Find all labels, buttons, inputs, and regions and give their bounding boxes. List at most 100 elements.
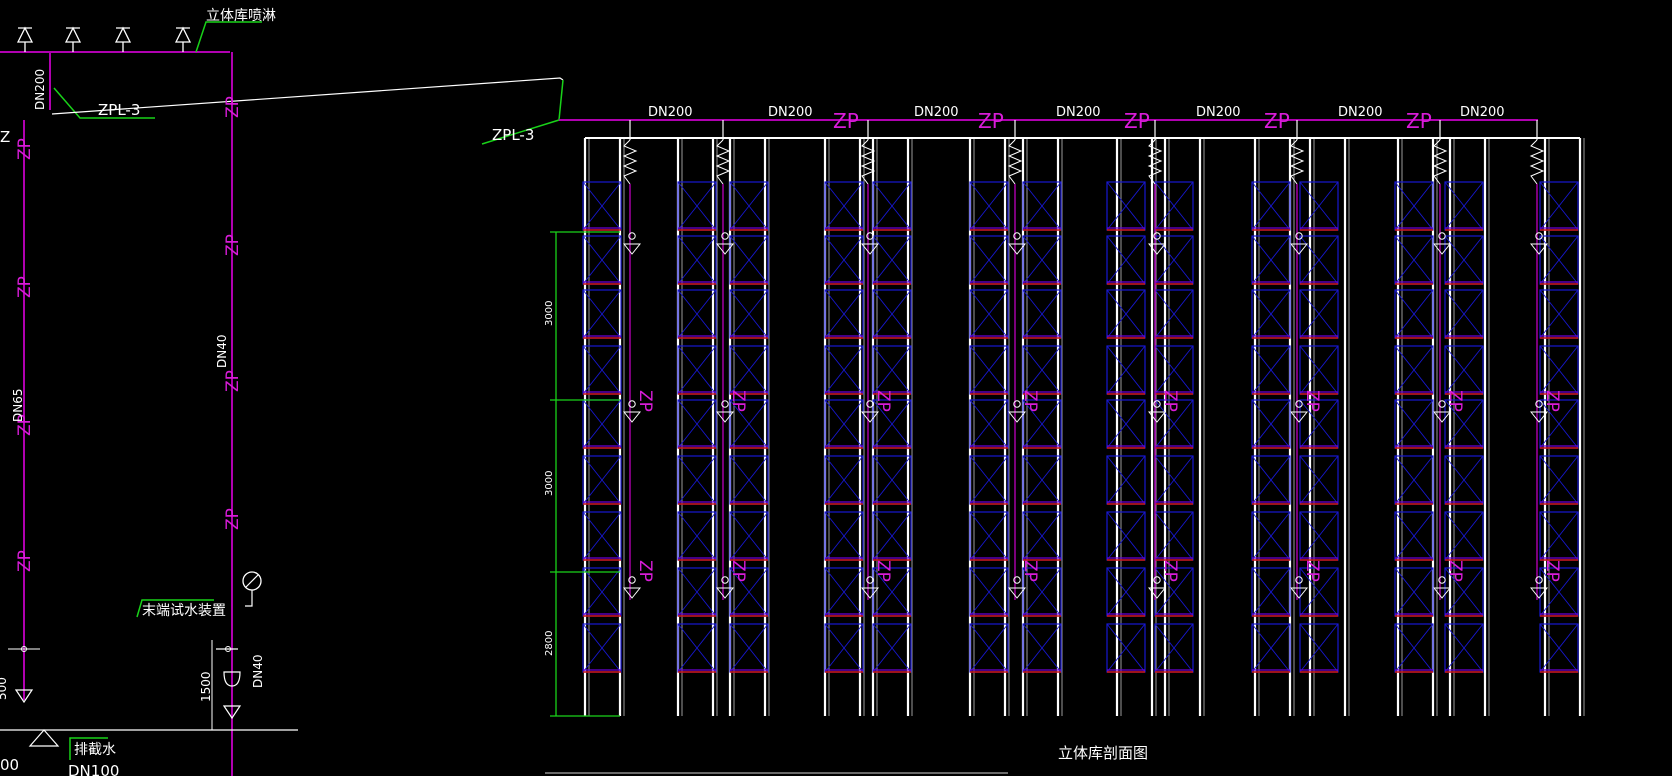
- rack-cell-brace: [824, 623, 864, 673]
- sprinkler-deflector-icon: [1432, 411, 1452, 423]
- zp-label: ZP: [1020, 390, 1040, 412]
- zp-label: ZP: [1542, 390, 1562, 412]
- sprinkler-deflector-icon: [1007, 411, 1027, 423]
- expansion-spring-icon: [622, 139, 638, 185]
- sprinkler-head-icon: [628, 400, 636, 408]
- rack-cell-brace: [1444, 181, 1484, 231]
- zp-label: ZP: [15, 276, 35, 298]
- sprinkler-deflector-icon: [1147, 243, 1167, 255]
- dim-2800: 2800: [544, 631, 555, 656]
- rack-cell-brace: [872, 455, 912, 505]
- sprinkler-head-icon: [628, 232, 636, 240]
- expansion-spring-icon: [1289, 139, 1305, 185]
- zp-label: ZP: [1445, 560, 1465, 582]
- zp-label: ZP: [1445, 390, 1465, 412]
- rack-cell-brace: [729, 623, 769, 673]
- rack-cell-brace: [872, 235, 912, 285]
- expansion-spring-icon: [1432, 139, 1448, 185]
- rack-cell-brace: [1394, 399, 1434, 449]
- rack-cell-brace: [824, 455, 864, 505]
- rack-cell-brace: [969, 623, 1009, 673]
- rack-cell-brace: [1394, 455, 1434, 505]
- rack-cell-brace: [1154, 399, 1194, 449]
- rack-cell-brace: [1154, 345, 1194, 395]
- rack-cell-brace: [1251, 235, 1291, 285]
- rack-cell-brace: [677, 455, 717, 505]
- zp-label: ZP: [1302, 560, 1322, 582]
- rack-cell-brace: [872, 511, 912, 561]
- rack-cell-brace: [1394, 567, 1434, 617]
- section-title: 立体库剖面图: [1058, 744, 1148, 762]
- rack-cell-brace: [1251, 455, 1291, 505]
- zpl3-left-leader: [53, 87, 155, 119]
- expansion-spring-icon: [715, 139, 731, 185]
- rack-cell-brace: [582, 399, 622, 449]
- rack-grid: [582, 137, 1585, 716]
- sprinkler-deflector-icon: [1289, 411, 1309, 423]
- drain-funnel-icon: [222, 705, 242, 720]
- rack-cell-brace: [1444, 345, 1484, 395]
- rack-cell-brace: [1444, 567, 1484, 617]
- expansion-spring-icon: [1007, 139, 1023, 185]
- rack-cell-brace: [1251, 289, 1291, 339]
- rack-cell-brace: [1394, 235, 1434, 285]
- rack-cell-brace: [677, 511, 717, 561]
- rack-cell-brace: [1106, 623, 1146, 673]
- rack-cell-brace: [1539, 567, 1579, 617]
- rack-cell-brace: [872, 289, 912, 339]
- sprinkler-head-icon: [628, 576, 636, 584]
- rack-cell-brace: [729, 567, 769, 617]
- rack-cell-brace: [729, 289, 769, 339]
- rack-cell-brace: [1444, 235, 1484, 285]
- rack-cell-brace: [824, 181, 864, 231]
- sprinkler-head-icon: [1295, 232, 1303, 240]
- rack-cell-brace: [1394, 289, 1434, 339]
- zp-label: ZP: [15, 138, 35, 160]
- zp-label: ZP: [873, 390, 893, 412]
- zp-label: ZP: [1160, 560, 1180, 582]
- dn65-label: DN65: [11, 389, 25, 423]
- rack-cell-brace: [1251, 623, 1291, 673]
- rack-cell-brace: [582, 235, 622, 285]
- dn40-label-lower: DN40: [251, 655, 265, 689]
- rack-cell-brace: [872, 345, 912, 395]
- rack-cell-brace: [969, 511, 1009, 561]
- sprinkler-head-icon: [866, 576, 874, 584]
- rack-cell-brace: [1154, 623, 1194, 673]
- rack-cell-brace: [824, 289, 864, 339]
- rack-cell-brace: [1394, 181, 1434, 231]
- rack-cell-brace: [1022, 623, 1062, 673]
- sprinkler-deflector-icon: [860, 587, 880, 599]
- rack-cell-brace: [824, 511, 864, 561]
- dn200-vertical-label: DN200: [33, 69, 47, 110]
- sprinkler-deflector-icon: [715, 243, 735, 255]
- sprinkler-head-icon: [174, 26, 192, 52]
- sprinkler-deflector-icon: [1529, 587, 1549, 599]
- zp-label: ZP: [873, 560, 893, 582]
- test-nozzle-icon: [223, 671, 241, 687]
- left-edge-fragment: Z: [0, 128, 10, 146]
- sprinkler-head-icon: [1013, 576, 1021, 584]
- sprinkler-deflector-icon: [715, 587, 735, 599]
- dim-3000-lower: 3000: [544, 471, 555, 496]
- zp-label: ZP: [1406, 109, 1432, 133]
- rack-cell-brace: [1106, 399, 1146, 449]
- rack-cell-brace: [1251, 345, 1291, 395]
- rack-cell-brace: [1022, 455, 1062, 505]
- rack-cell-brace: [1444, 623, 1484, 673]
- zp-label: ZP: [223, 96, 243, 118]
- sprinkler-deflector-icon: [1432, 243, 1452, 255]
- dn200-label: DN200: [1338, 105, 1383, 120]
- rack-cell-brace: [582, 455, 622, 505]
- zp-label: ZP: [1160, 390, 1180, 412]
- rack-cell-brace: [582, 567, 622, 617]
- sprinkler-deflector-icon: [1529, 411, 1549, 423]
- rack-cell-brace: [1106, 567, 1146, 617]
- zp-label: ZP: [728, 560, 748, 582]
- dim-3000-upper: 3000: [544, 301, 555, 326]
- sprinkler-head-icon: [64, 26, 82, 52]
- zp-label: ZP: [1542, 560, 1562, 582]
- sprinkler-deflector-icon: [715, 411, 735, 423]
